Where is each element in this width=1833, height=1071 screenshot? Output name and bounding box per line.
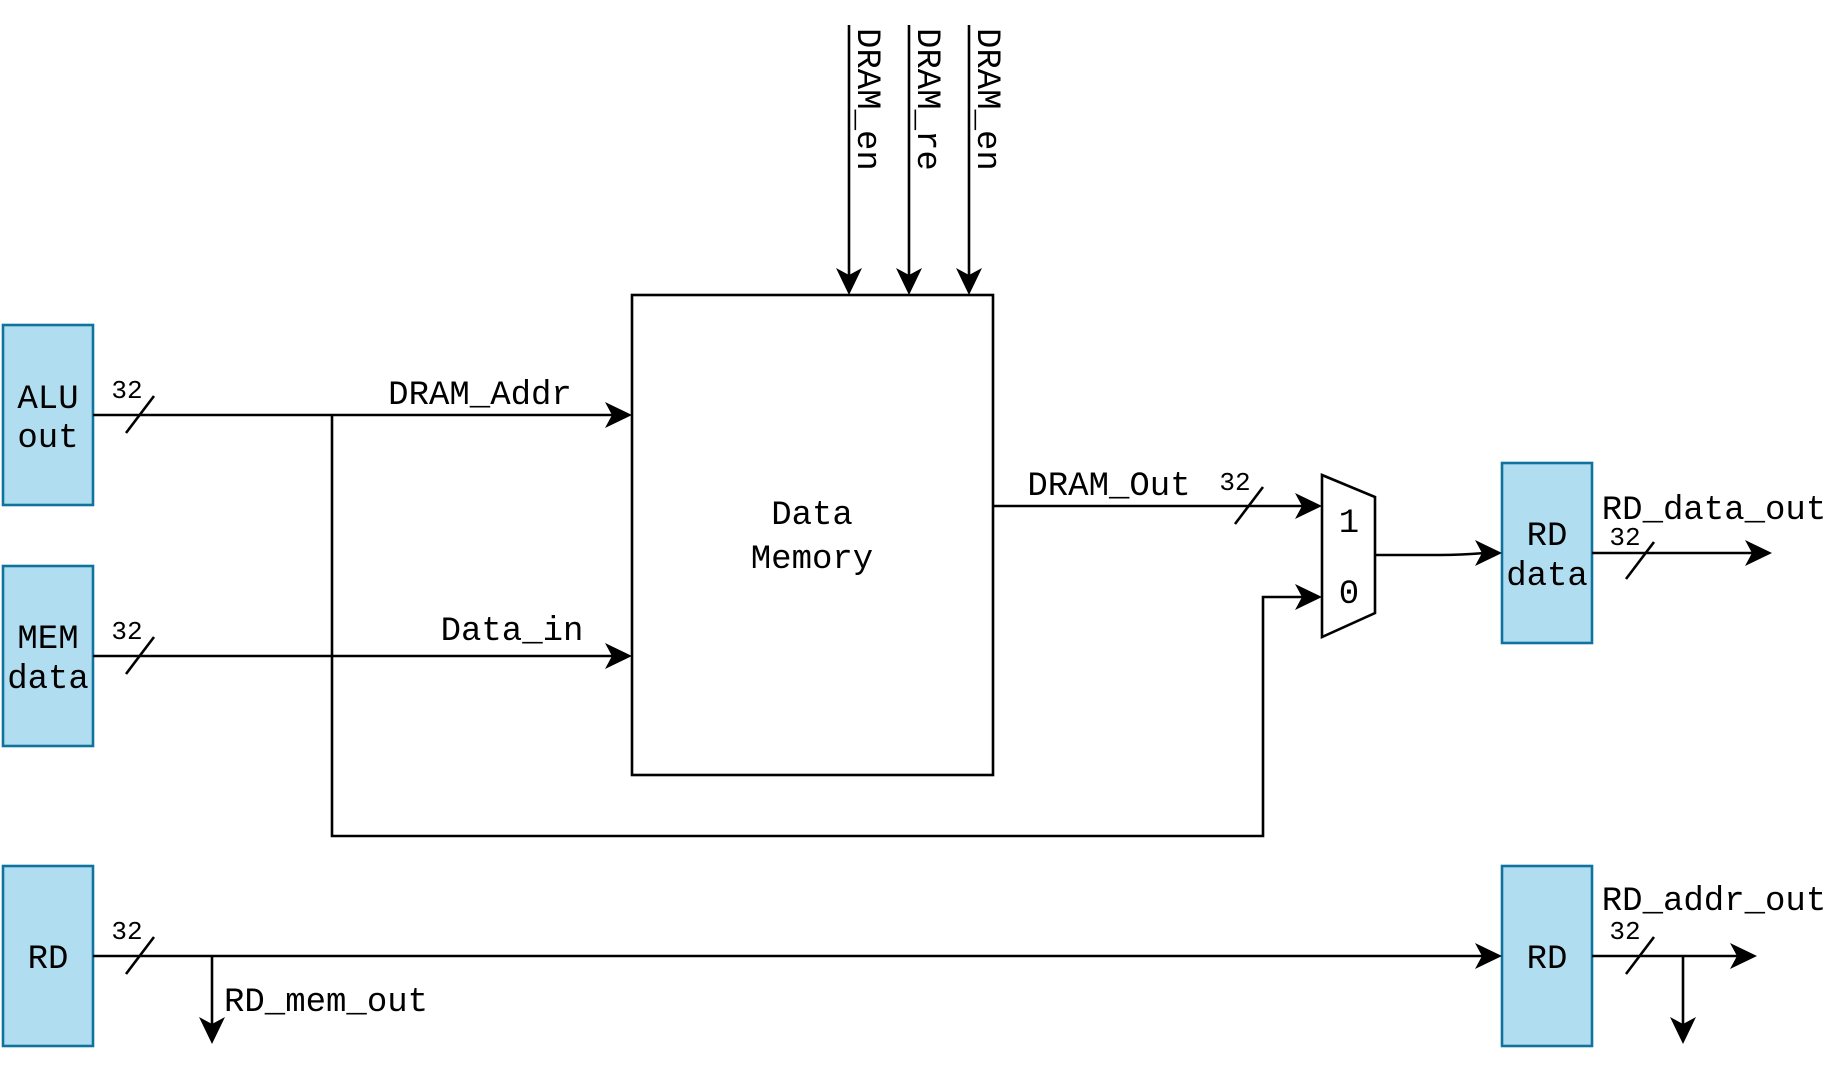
wire-data-in: 32 Data_in bbox=[93, 613, 632, 675]
register-rd-out-label: RD bbox=[1527, 941, 1568, 979]
register-alu-out-label-line2: out bbox=[17, 420, 78, 458]
register-mem-data-label-line1: MEM bbox=[17, 621, 78, 659]
signal-label-data-in: Data_in bbox=[441, 613, 584, 651]
signal-label-rd-data-out: RD_data_out bbox=[1602, 492, 1826, 530]
wire-rd-data-out: 32 RD_data_out bbox=[1592, 492, 1826, 580]
control-label-dram-re: DRAM_re bbox=[907, 28, 945, 171]
register-rd-data-label-line2: data bbox=[1506, 558, 1588, 596]
wire-rd-addr-out: 32 RD_addr_out bbox=[1592, 883, 1826, 1044]
bus-width-dram-out: 32 bbox=[1219, 468, 1250, 498]
mux-input-1-label: 1 bbox=[1339, 505, 1359, 543]
wire-alu-bypass bbox=[330, 415, 1322, 838]
mux-input-0-label: 0 bbox=[1339, 576, 1359, 614]
data-memory-label-line2: Memory bbox=[751, 541, 873, 579]
wire-rd-pass: 32 bbox=[93, 917, 1502, 975]
register-rd-in: RD bbox=[1, 864, 95, 1048]
data-memory-label-line1: Data bbox=[771, 497, 853, 535]
register-mem-data: MEM data bbox=[1, 564, 95, 748]
signal-label-dram-addr: DRAM_Addr bbox=[388, 377, 572, 415]
control-label-dram-en-1: DRAM_en bbox=[847, 28, 885, 171]
data-memory-block: Data Memory bbox=[630, 293, 995, 777]
control-label-dram-en-2: DRAM_en bbox=[967, 28, 1005, 171]
wire-dram-addr: 32 DRAM_Addr bbox=[93, 376, 632, 434]
register-alu-out: ALU out bbox=[1, 323, 95, 507]
control-signal-dram-en-1: DRAM_en bbox=[836, 25, 885, 295]
bus-width-alu: 32 bbox=[111, 376, 142, 406]
register-rd-data-out: RD data bbox=[1500, 461, 1594, 645]
register-rd-out: RD bbox=[1500, 864, 1594, 1048]
signal-label-rd-addr-out: RD_addr_out bbox=[1602, 883, 1826, 921]
register-alu-out-label-line1: ALU bbox=[17, 381, 78, 419]
signal-label-dram-out: DRAM_Out bbox=[1027, 468, 1190, 506]
register-rd-data-label-line1: RD bbox=[1527, 518, 1568, 556]
signal-label-rd-mem-out: RD_mem_out bbox=[224, 984, 428, 1022]
bus-width-mem: 32 bbox=[111, 617, 142, 647]
wire-dram-out: 32 DRAM_Out bbox=[994, 468, 1322, 525]
bus-width-rd-data-out: 32 bbox=[1609, 523, 1640, 553]
control-signal-dram-en-2: DRAM_en bbox=[956, 25, 1005, 295]
control-signal-dram-re: DRAM_re bbox=[896, 25, 945, 295]
wire-mux-out bbox=[1375, 540, 1502, 566]
wire-rd-mem-out: RD_mem_out bbox=[199, 956, 428, 1044]
bus-width-rd: 32 bbox=[111, 917, 142, 947]
register-mem-data-label-line2: data bbox=[7, 661, 89, 699]
bus-width-rd-addr-out: 32 bbox=[1609, 917, 1640, 947]
mux: 1 0 bbox=[1320, 473, 1377, 640]
register-rd-in-label: RD bbox=[28, 941, 69, 979]
